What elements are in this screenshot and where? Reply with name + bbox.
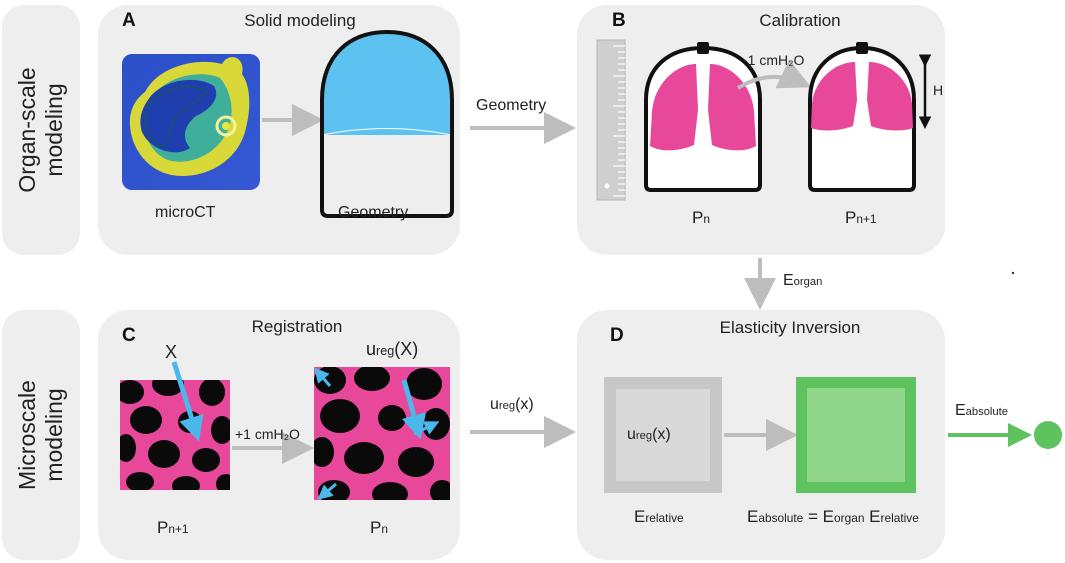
height-label: H <box>933 82 944 98</box>
small-displacement-arrow-2 <box>413 421 440 436</box>
small-displacement-arrow-3 <box>317 482 337 500</box>
microct-image <box>122 54 260 190</box>
c-pn1-caption: Pn+1 <box>157 518 189 537</box>
registration-pressure-label: +1 cmH₂O <box>235 426 300 442</box>
microscale-image-pn1 <box>120 380 230 490</box>
point-x-label: X <box>165 342 178 362</box>
ruler <box>596 39 626 201</box>
geometry-caption: Geometry <box>338 204 409 221</box>
e-absolute-equation: Eabsolute = Eorgan Erelative <box>747 507 919 526</box>
panel-b-letter: B <box>612 10 626 31</box>
displacement-arrow <box>401 379 426 440</box>
panel-a-letter: A <box>122 10 136 31</box>
pn1-caption: Pn+1 <box>845 208 877 227</box>
e-relative-caption: Erelative <box>634 507 684 526</box>
panel-c-title: Registration <box>251 317 343 336</box>
panel-d-title: Elasticity Inversion <box>719 318 861 337</box>
absolute-elasticity-box <box>796 377 916 493</box>
calibration-arrow <box>736 59 812 90</box>
lung-geometry-pn1 <box>808 42 916 192</box>
c-pn-caption: Pn <box>370 518 388 537</box>
relative-elasticity-box <box>604 377 722 493</box>
ureg-connector-label: ureg(x) <box>490 396 534 413</box>
e-absolute-output-label: Eabsolute <box>955 402 1008 419</box>
e-organ-label: Eorgan <box>783 272 823 289</box>
microct-caption: microCT <box>155 204 216 221</box>
microscale-image-pn <box>314 367 450 500</box>
pn-caption: Pn <box>692 208 710 227</box>
small-displacement-arrow-1 <box>314 367 332 387</box>
stray-dot <box>1011 271 1015 275</box>
geometry-shape <box>320 29 454 218</box>
point-x-arrow <box>171 361 204 442</box>
panel-c-letter: C <box>122 325 136 346</box>
relative-box-label: ureg(x) <box>627 426 671 443</box>
calibration-pressure-label: -1 cmH₂O <box>743 52 805 68</box>
panel-d-letter: D <box>610 325 624 346</box>
geometry-connector-label: Geometry <box>476 97 547 114</box>
panel-b-title: Calibration <box>759 11 841 30</box>
displacement-label: ureg(X) <box>366 339 419 359</box>
output-node <box>1034 421 1062 449</box>
panel-a-title: Solid modeling <box>244 11 356 30</box>
